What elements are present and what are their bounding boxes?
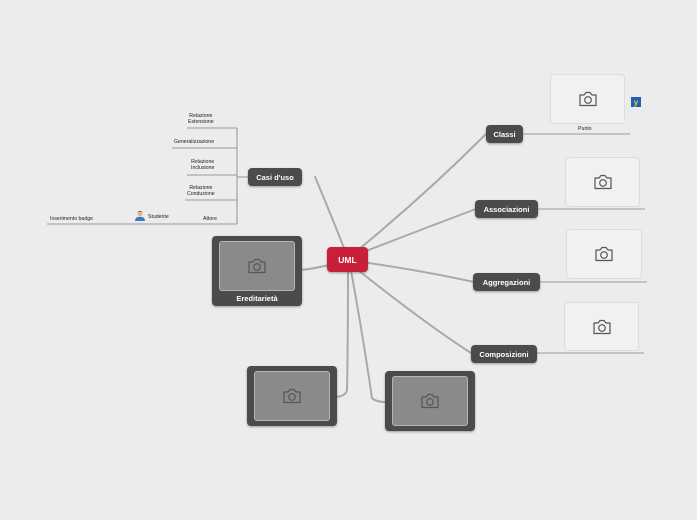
branch-classi-label: Classi — [493, 129, 516, 139]
branch-casi-uso[interactable]: Casi d'uso — [248, 168, 302, 186]
camera-icon — [595, 246, 613, 262]
camera-icon — [578, 91, 597, 107]
image-placeholder — [254, 371, 330, 421]
casi-uso-child-relazione-conduzione[interactable]: Relazione Conduzione — [187, 185, 215, 197]
camera-icon — [248, 258, 266, 274]
camera-icon — [283, 388, 301, 404]
yammer-badge-icon[interactable]: y — [631, 97, 641, 107]
root-node-uml[interactable]: UML — [327, 247, 368, 272]
camera-icon — [592, 319, 611, 334]
root-label: UML — [338, 254, 357, 265]
image-node-bottom-right[interactable] — [385, 371, 475, 431]
casi-uso-child-relazione-estensione[interactable]: Relazione Estensione — [188, 113, 214, 125]
studente-child-inserimento-badge[interactable]: Inserimento badge — [50, 216, 93, 222]
branch-associazioni[interactable]: Associazioni — [475, 200, 538, 218]
branch-aggregazioni-label: Aggregazioni — [482, 277, 531, 287]
branch-casi-uso-label: Casi d'uso — [256, 172, 294, 182]
aggregazioni-image-card[interactable] — [566, 229, 642, 279]
attore-child-studente[interactable]: Studente — [148, 214, 169, 220]
image-node-bottom-left[interactable] — [247, 366, 337, 426]
ereditarieta-label: Ereditarietà — [236, 294, 278, 303]
camera-icon — [421, 393, 439, 409]
branch-aggregazioni[interactable]: Aggregazioni — [473, 273, 540, 291]
branch-associazioni-label: Associazioni — [483, 204, 530, 214]
casi-uso-child-attore[interactable]: Attore — [203, 216, 217, 222]
casi-uso-child-relazione-inclusione[interactable]: Relazione Inclusione — [191, 159, 215, 171]
image-placeholder — [392, 376, 468, 426]
branch-composizioni-label: Composizioni — [479, 349, 529, 359]
student-icon — [135, 210, 145, 221]
ereditarieta-image — [219, 241, 295, 291]
branch-ereditarieta[interactable]: Ereditarietà — [212, 236, 302, 306]
casi-uso-child-generalizzazione[interactable]: Generalizzazione — [174, 139, 215, 145]
associazioni-image-card[interactable] — [565, 157, 640, 207]
classi-child-punto[interactable]: Punto — [578, 126, 592, 132]
branch-composizioni[interactable]: Composizioni — [471, 345, 537, 363]
branch-classi[interactable]: Classi — [486, 125, 523, 143]
composizioni-image-card[interactable] — [564, 302, 639, 351]
classi-image-card[interactable] — [550, 74, 625, 124]
camera-icon — [593, 174, 612, 190]
